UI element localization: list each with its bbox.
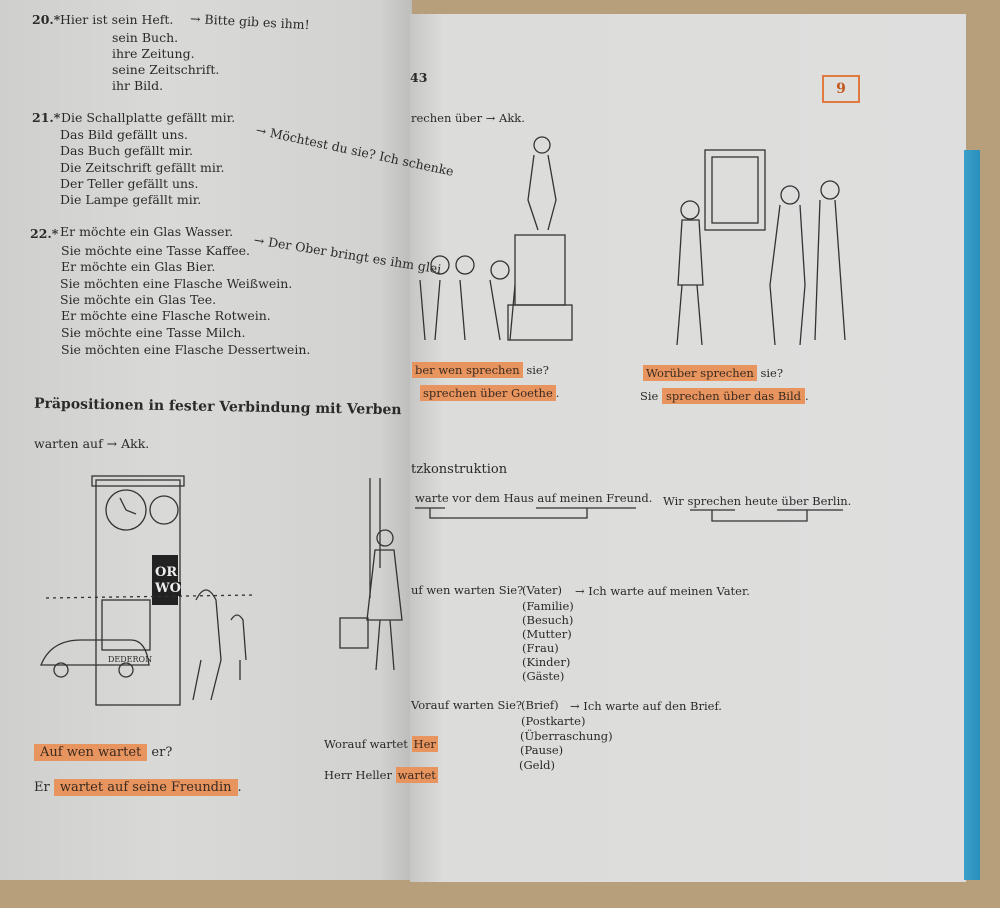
drill1-first: (Vater) — [522, 583, 563, 597]
ex22-number: 22.* — [30, 226, 59, 241]
question-3: ber wen sprechen sie? — [412, 362, 549, 378]
book-edge — [964, 150, 980, 880]
list-item: (Kinder) — [522, 655, 571, 669]
list-item: (Pause) — [520, 743, 564, 757]
question-4: Worüber sprechen sie? — [643, 365, 784, 381]
list-item: (Überraschung) — [520, 729, 613, 743]
list-item: Der Teller gefällt uns. — [60, 176, 199, 191]
answer-4: Sie sprechen über das Bild. — [640, 388, 809, 404]
list-item: (Frau) — [522, 641, 559, 655]
list-item: Sie möchte eine Tasse Milch. — [61, 325, 246, 340]
punct: . — [804, 389, 809, 403]
list-item: (Geld) — [519, 758, 556, 772]
lesson-badge: 9 — [822, 75, 860, 103]
answer-1: Er wartet auf seine Freundin. — [34, 779, 242, 796]
drill1-question: uf wen warten Sie? — [411, 583, 524, 597]
ex20-lead: Hier ist sein Heft. — [60, 12, 174, 27]
drill2-question: Vorauf warten Sie? — [411, 698, 523, 712]
question-1: Auf wen wartet er? — [34, 744, 173, 761]
highlight: sprechen über das Bild — [662, 388, 805, 404]
list-item: (Familie) — [522, 599, 574, 613]
section-heading-satzkonstruktion: tzkonstruktion — [411, 462, 508, 477]
rule-sprechen: rechen über → Akk. — [411, 111, 525, 125]
sentence-bracket-diagram — [415, 507, 843, 522]
answer-subject: Sie — [640, 389, 659, 403]
list-item: ihre Zeitung. — [112, 46, 195, 61]
illustration-statue-group — [419, 136, 573, 341]
list-item: Er möchte ein Glas Bier. — [61, 259, 216, 274]
clock-sign-2: WO — [155, 581, 181, 596]
question-text: Worauf wartet — [324, 737, 408, 751]
list-item: Sie möchte ein Glas Tee. — [60, 292, 217, 307]
punct: . — [555, 386, 560, 400]
highlight: Her — [411, 736, 438, 752]
ex21-lead: Die Schallplatte gefällt mir. — [61, 110, 236, 125]
rule-warten: warten auf → Akk. — [34, 436, 150, 451]
question-rest: sie? — [526, 363, 549, 377]
highlight: Auf wen wartet — [34, 744, 148, 761]
ex21-number: 21.* — [32, 110, 61, 125]
example-sentence-2: Wir sprechen heute über Berlin. — [663, 494, 852, 508]
right-page — [410, 14, 966, 882]
page-number: 43 — [410, 70, 428, 85]
left-page — [0, 0, 412, 880]
list-item: Das Buch gefällt mir. — [60, 143, 194, 158]
list-item: Sie möchten eine Flasche Dessertwein. — [61, 342, 311, 357]
highlight: wartet auf seine Freundin — [53, 779, 238, 796]
drill1-answer: → Ich warte auf meinen Vater. — [575, 584, 750, 598]
list-item: sein Buch. — [112, 30, 179, 45]
illustration-clock-tower — [40, 475, 257, 706]
highlight: ber wen sprechen — [412, 362, 523, 378]
list-item: Die Lampe gefällt mir. — [60, 192, 202, 207]
question-rest: er? — [151, 745, 173, 760]
answer-3: sprechen über Goethe. — [420, 385, 560, 401]
answer-2: Herr Heller wartet — [324, 767, 438, 783]
drill2-answer: → Ich warte auf den Brief. — [570, 699, 722, 713]
illustration-painting-group — [676, 149, 846, 346]
list-item: Das Bild gefällt uns. — [60, 127, 188, 142]
list-item: Er möchte eine Flasche Rotwein. — [61, 308, 271, 323]
answer-subject: Herr Heller — [324, 768, 392, 782]
list-item: seine Zeitschrift. — [112, 62, 220, 77]
question-rest: sie? — [760, 366, 784, 380]
list-item: (Besuch) — [522, 613, 574, 627]
ex22-lead: Er möchte ein Glas Wasser. — [60, 224, 234, 239]
clock-sign-1: OR — [155, 565, 178, 580]
list-item: (Mutter) — [522, 627, 572, 641]
highlight: wartet — [395, 767, 438, 783]
list-item: Die Zeitschrift gefällt mir. — [60, 160, 225, 175]
highlight: Worüber sprechen — [643, 365, 757, 381]
list-item: (Postkarte) — [521, 714, 586, 728]
list-item: Sie möchte eine Tasse Kaffee. — [61, 243, 251, 258]
highlight: sprechen über Goethe — [420, 385, 556, 401]
illustration-woman-flowers — [339, 478, 403, 671]
list-item: Sie möchten eine Flasche Weißwein. — [60, 276, 293, 291]
answer-subject: Er — [34, 780, 50, 795]
question-2: Worauf wartet Her — [324, 736, 438, 752]
punct: . — [237, 780, 242, 795]
example-sentence-1: warte vor dem Haus auf meinen Freund. — [415, 491, 653, 505]
clock-brand: DEDERON — [108, 655, 153, 664]
drill2-first: (Brief) — [521, 698, 559, 712]
list-item: (Gäste) — [522, 669, 565, 683]
ex20-number: 20.* — [32, 12, 61, 27]
list-item: ihr Bild. — [112, 78, 164, 93]
